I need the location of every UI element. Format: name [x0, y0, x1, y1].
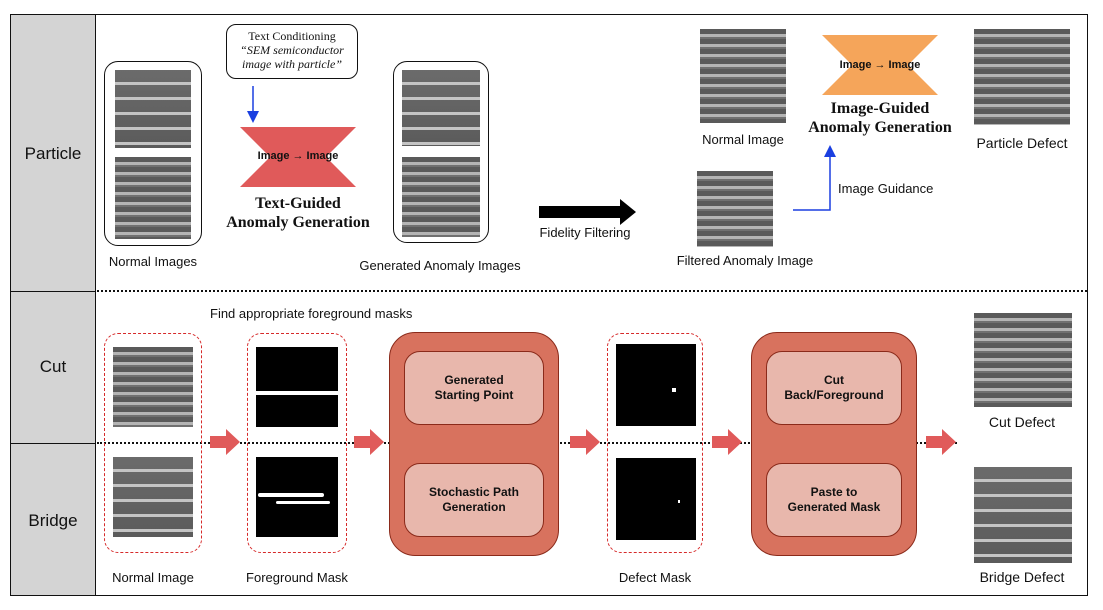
flow-arrow-1 — [210, 429, 240, 455]
step-2-line-2: Generation — [442, 500, 506, 514]
figure-frame — [10, 14, 1088, 596]
text-conditioning-prompt-2: image with particle” — [242, 57, 342, 71]
step-4-line-2: Generated Mask — [787, 500, 881, 514]
normal-image-cut — [113, 347, 193, 427]
row-label-sidebar — [11, 15, 96, 595]
image-guided-title: Image-Guided Anomaly Generation — [795, 99, 965, 137]
foreground-mask-cut — [256, 347, 338, 427]
generated-anomaly-box — [393, 61, 489, 243]
normal-image-2 — [115, 157, 191, 239]
bridge-defect-image — [974, 467, 1072, 563]
section-separator — [97, 290, 1087, 292]
step-3-line-1: Cut — [823, 373, 844, 387]
step-1-line-1: Generated — [444, 373, 504, 387]
text-conditioning-prompt-1: “SEM semiconductor — [240, 43, 344, 57]
defect-mask-bridge — [616, 458, 696, 540]
defect-mask-dot-2 — [678, 500, 680, 503]
flow-arrow-2 — [354, 429, 384, 455]
generated-anomaly-label: Generated Anomaly Images — [359, 258, 521, 273]
row-label-bridge: Bridge — [28, 511, 78, 530]
normal-images-label: Normal Images — [108, 254, 198, 269]
image-guided-title-line1: Image-Guided — [830, 100, 930, 117]
defect-mask-label: Defect Mask — [618, 570, 692, 585]
text-conditioning-title: Text Conditioning — [248, 29, 336, 43]
defect-mask-dot — [672, 388, 676, 392]
flow-arrow-3 — [570, 429, 600, 455]
normal-image-bottom-label: Normal Image — [112, 570, 194, 585]
fidelity-filtering-arrow — [539, 199, 636, 225]
cut-defect-label: Cut Defect — [988, 414, 1056, 430]
filtered-anomaly-image — [697, 171, 773, 247]
row-label-particle: Particle — [24, 144, 82, 163]
text-guided-title: Text-Guided Anomaly Generation — [210, 194, 386, 232]
step-2-line-1: Stochastic Path — [428, 485, 520, 499]
text-guided-title-line1: Text-Guided — [255, 195, 341, 212]
normal-image-dashed-box — [104, 333, 202, 553]
text-guided-title-line2: Anomaly Generation — [226, 214, 370, 231]
normal-image-top — [700, 29, 786, 123]
foreground-mask-gap — [256, 391, 338, 395]
sidebar-divider-1 — [11, 291, 95, 292]
bridge-defect-label: Bridge Defect — [979, 569, 1065, 585]
foreground-mask-dashed-box — [247, 333, 347, 553]
particle-defect-image — [974, 29, 1070, 125]
normal-image-1 — [115, 70, 191, 148]
step-4-line-1: Paste to — [810, 485, 858, 499]
sidebar-divider-2 — [11, 443, 95, 444]
row-label-cut: Cut — [39, 357, 67, 376]
filtered-anomaly-label: Filtered Anomaly Image — [676, 253, 814, 268]
fidelity-filtering-label: Fidelity Filtering — [539, 225, 631, 240]
image-guidance-arrow — [793, 145, 836, 211]
text-conditioning-callout: Text Conditioning “SEM semiconductor ima… — [226, 24, 358, 79]
normal-image-top-label: Normal Image — [702, 132, 784, 147]
particle-defect-label: Particle Defect — [976, 135, 1068, 151]
step-3-line-2: Back/Foreground — [784, 388, 884, 402]
cut-defect-image — [974, 313, 1072, 407]
defect-mask-dashed-box — [607, 333, 703, 553]
foreground-mask-label: Foreground Mask — [246, 570, 348, 585]
image-guided-model-shape — [822, 35, 938, 95]
generated-anomaly-1 — [402, 70, 480, 146]
text-model-label: Image → Image — [257, 150, 339, 162]
text-guided-model-shape — [240, 127, 356, 187]
normal-images-box — [104, 61, 202, 246]
image-guided-title-line2: Anomaly Generation — [808, 119, 952, 136]
normal-image-bridge — [113, 457, 193, 537]
image-model-label: Image → Image — [839, 59, 921, 71]
flow-arrow-4 — [712, 429, 742, 455]
defect-mask-cut — [616, 344, 696, 426]
foreground-mask-line-1 — [258, 493, 324, 497]
step-1-line-2: Starting Point — [434, 388, 514, 402]
foreground-mask-line-2 — [276, 501, 330, 504]
foreground-mask-bridge — [256, 457, 338, 537]
generated-anomaly-2 — [402, 157, 480, 237]
image-guidance-label: Image Guidance — [838, 181, 934, 196]
flow-arrow-5 — [926, 429, 956, 455]
find-masks-label: Find appropriate foreground masks — [210, 306, 413, 321]
